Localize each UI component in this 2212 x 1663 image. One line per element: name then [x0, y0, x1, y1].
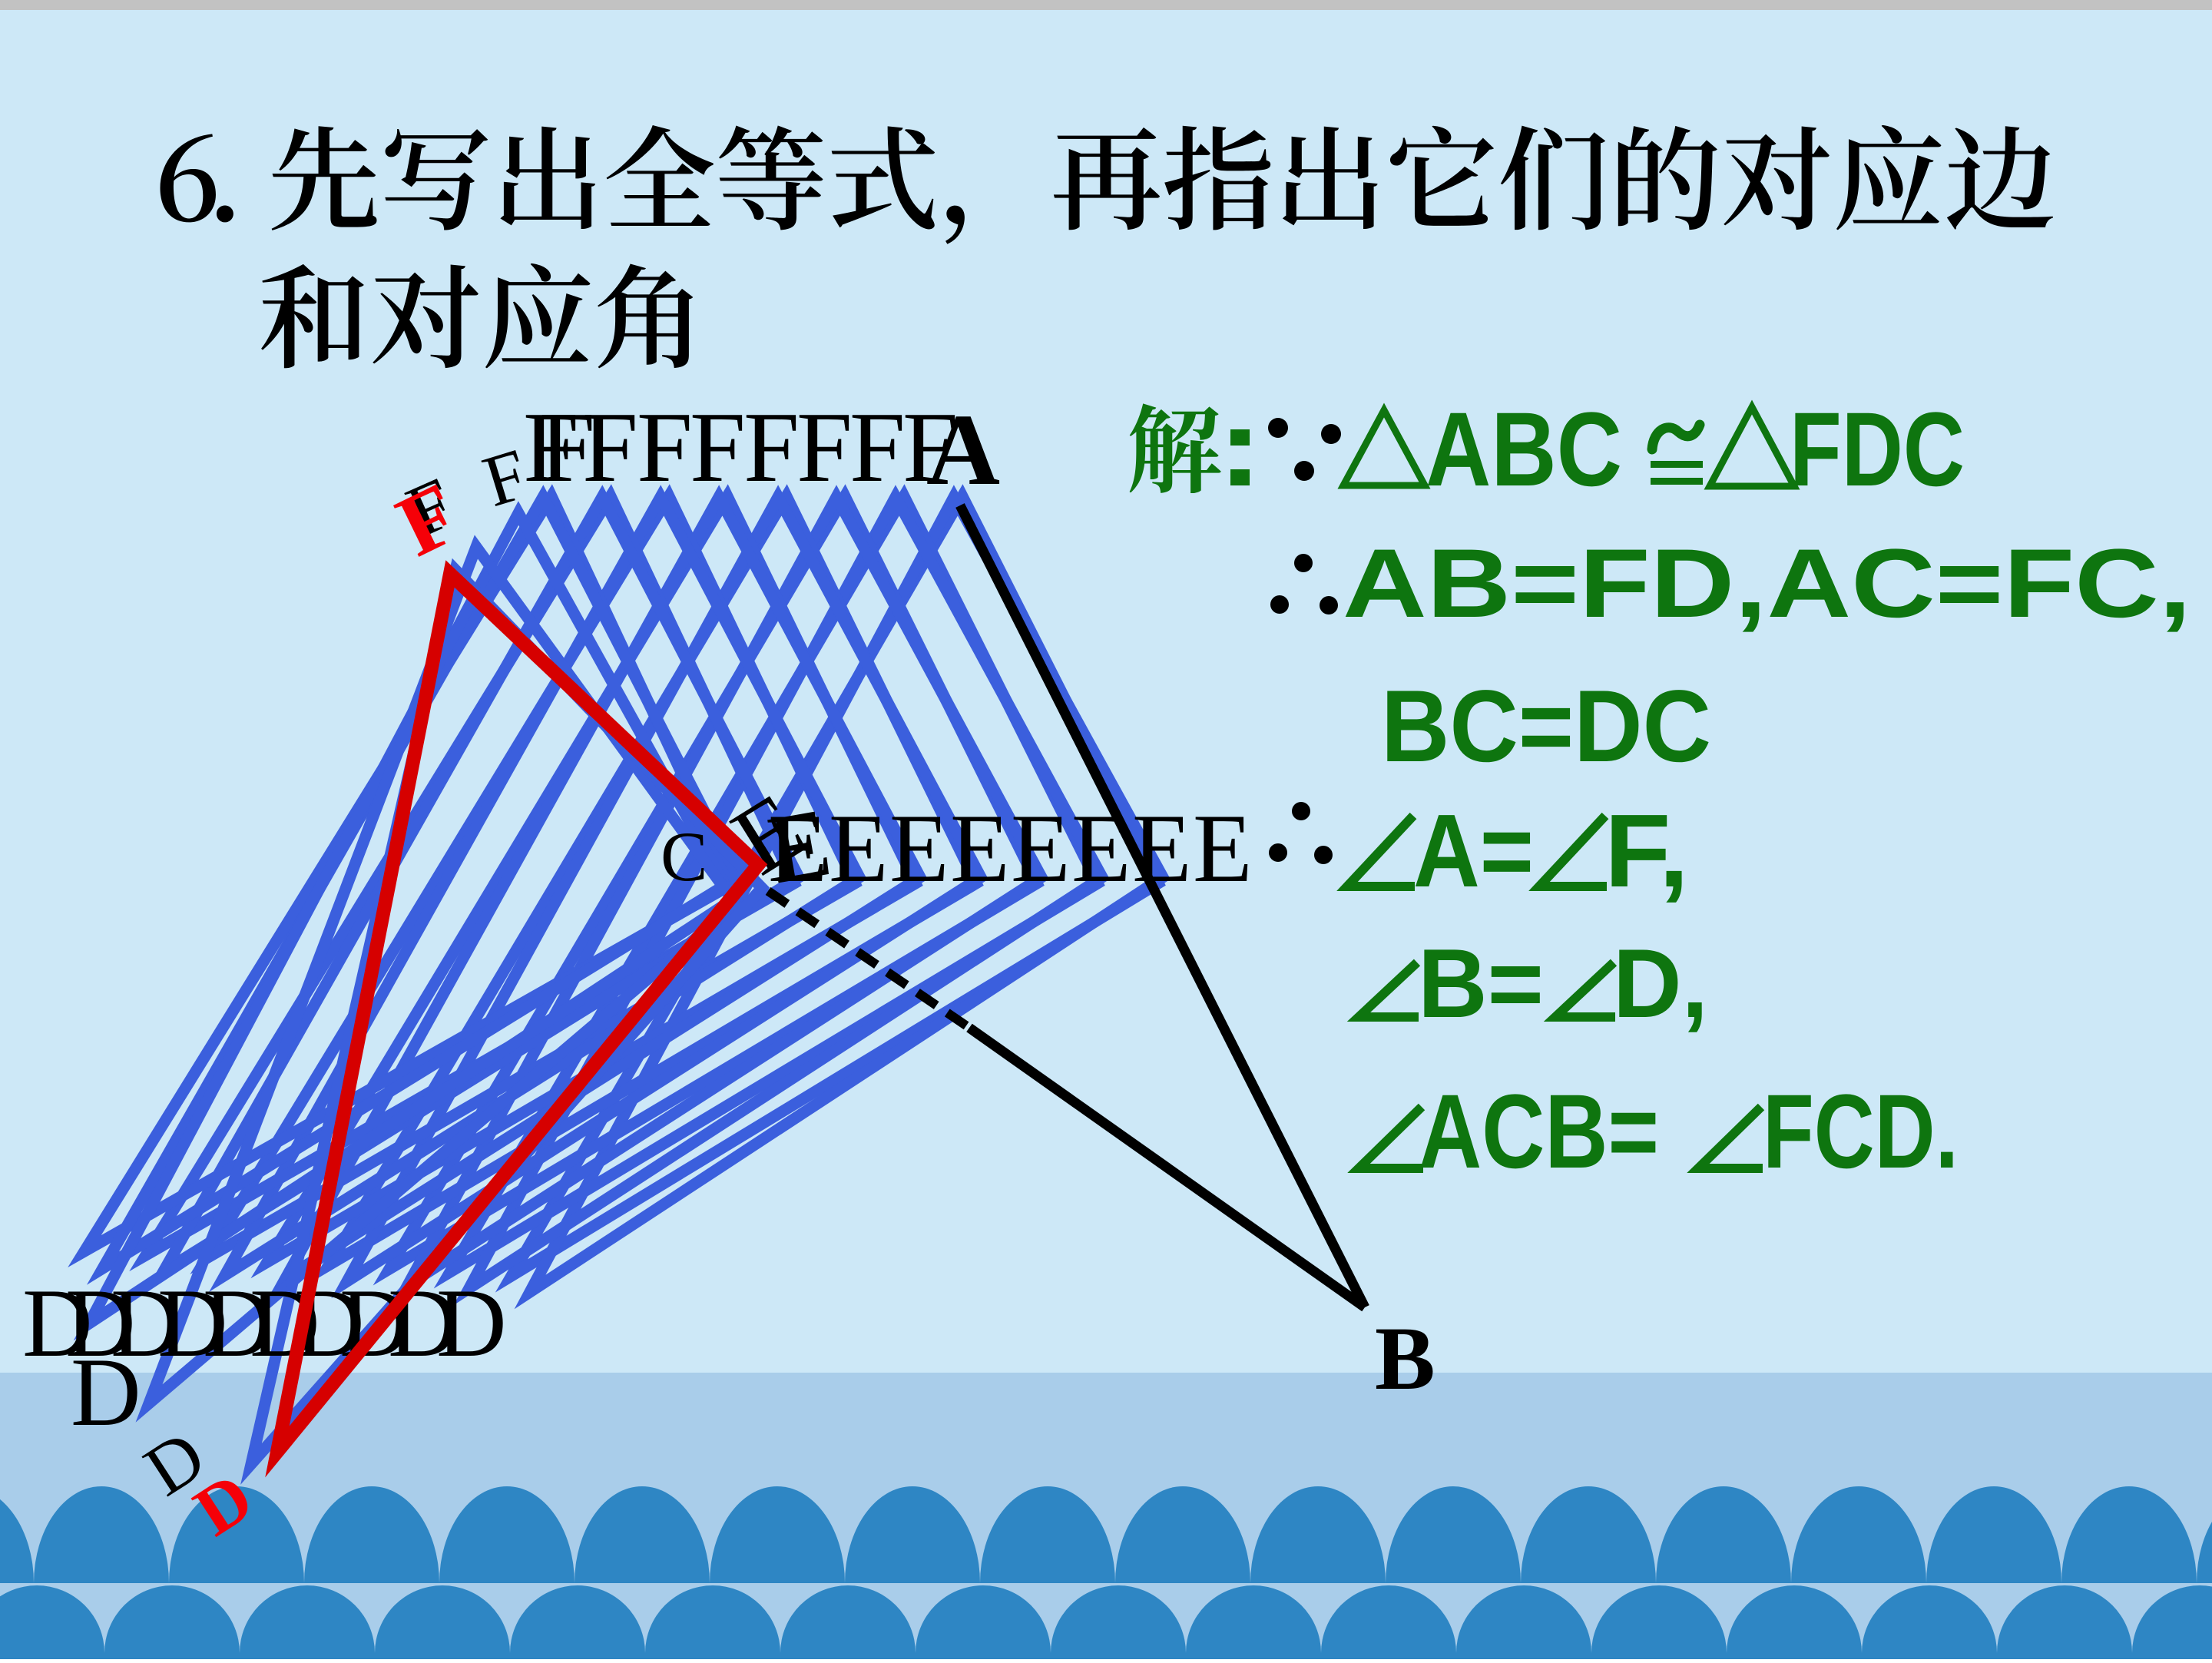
svg-text:F: F — [690, 392, 746, 503]
svg-text:F: F — [539, 392, 595, 503]
svg-text:F: F — [743, 392, 800, 503]
svg-text:ABC: ABC — [1426, 391, 1622, 509]
svg-text:D: D — [157, 1270, 228, 1377]
svg-text:C: C — [661, 817, 707, 896]
svg-text:E: E — [1011, 795, 1071, 903]
svg-text:F: F — [902, 392, 959, 503]
svg-text:D: D — [71, 1339, 141, 1446]
svg-text:D: D — [436, 1270, 507, 1377]
svg-text:E: E — [950, 795, 1010, 903]
svg-text:E: E — [889, 795, 949, 903]
svg-text:FCD.: FCD. — [1763, 1073, 1959, 1191]
svg-text:F,: F, — [1604, 793, 1689, 909]
svg-text:A: A — [926, 393, 1000, 506]
svg-text:AB=FD,AC=FC,: AB=FD,AC=FC, — [1343, 528, 2191, 638]
svg-text:E: E — [1193, 795, 1253, 903]
svg-text:ACB=: ACB= — [1419, 1073, 1659, 1191]
svg-text:D: D — [388, 1270, 459, 1377]
svg-text:B=: B= — [1418, 929, 1544, 1038]
svg-text:D,: D, — [1613, 929, 1708, 1038]
svg-text:E: E — [1132, 795, 1192, 903]
svg-text:D: D — [203, 1270, 273, 1377]
svg-text:D: D — [65, 1270, 136, 1377]
svg-text:F: F — [849, 392, 906, 503]
svg-text:B: B — [1375, 1308, 1435, 1409]
svg-text:F: F — [796, 392, 853, 503]
svg-text:D: D — [22, 1270, 93, 1377]
svg-text:E: E — [1071, 795, 1131, 903]
svg-text:A=: A= — [1413, 793, 1534, 909]
svg-text:FDC: FDC — [1790, 391, 1965, 509]
svg-text:E: E — [768, 795, 828, 903]
svg-text:F: F — [637, 392, 693, 503]
svg-text:E: E — [829, 795, 889, 903]
svg-text:F: F — [523, 392, 579, 503]
svg-text:BC=DC: BC=DC — [1381, 670, 1711, 783]
svg-text:D: D — [111, 1270, 181, 1377]
svg-text:F: F — [582, 392, 638, 503]
